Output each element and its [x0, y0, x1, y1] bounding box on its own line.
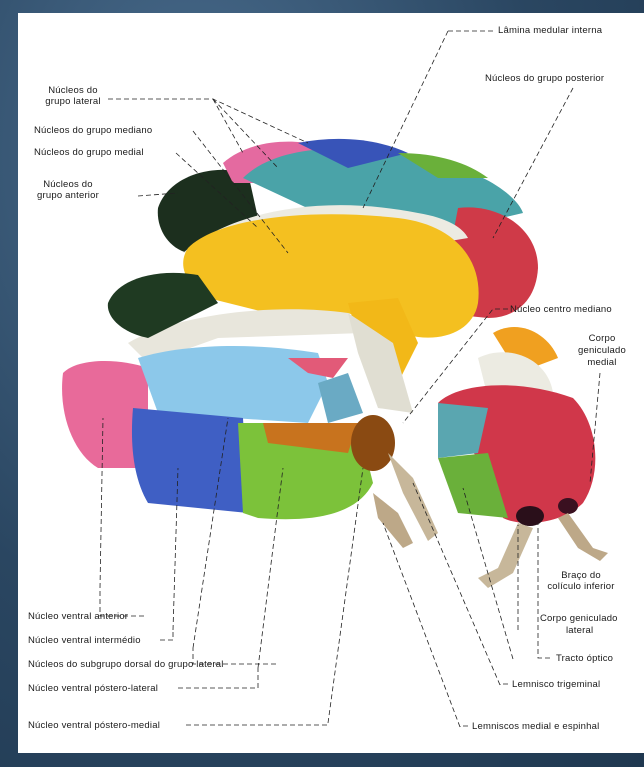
illustration-page: Lâmina medular interna Núcleos do grupo …: [18, 13, 644, 753]
label-connectors: [18, 13, 644, 753]
